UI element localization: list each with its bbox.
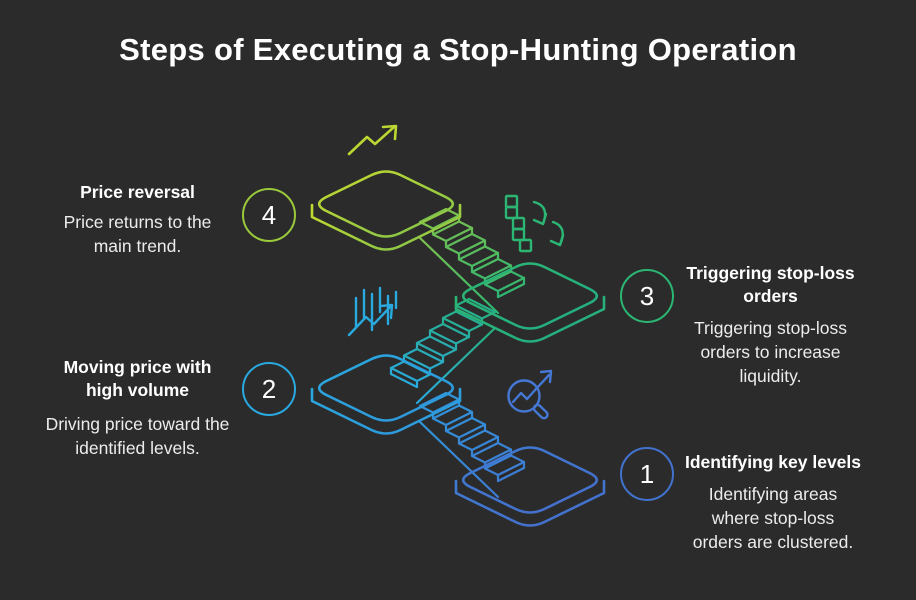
analysis-magnifier-icon bbox=[507, 369, 553, 420]
step-4-title: Price reversal bbox=[80, 182, 195, 202]
step-1-number-badge: 1 bbox=[620, 447, 674, 501]
step-block-4: Price reversal Price returns to the main… bbox=[30, 181, 245, 258]
platform-1 bbox=[454, 446, 606, 527]
page-title: Steps of Executing a Stop-Hunting Operat… bbox=[119, 32, 797, 67]
step-1-title: Identifying key levels bbox=[684, 452, 862, 472]
platform-2 bbox=[310, 354, 462, 435]
platform-3 bbox=[454, 262, 606, 343]
stairs-flight-bottom bbox=[418, 391, 526, 499]
step-3-number: 3 bbox=[639, 280, 655, 311]
step-3-title: Triggering stop-loss orders bbox=[686, 263, 855, 306]
step-3-description: Triggering stop-loss orders to increase … bbox=[693, 318, 848, 386]
step-2-title: Moving price with high volume bbox=[63, 357, 212, 400]
step-1-number: 1 bbox=[639, 458, 655, 489]
step-1-description: Identifying areas where stop-loss orders… bbox=[692, 484, 854, 552]
step-2-number: 2 bbox=[261, 373, 277, 404]
step-3-number-badge: 3 bbox=[620, 269, 674, 323]
stairs-flight-middle bbox=[389, 297, 497, 405]
step-2-description: Driving price toward the identified leve… bbox=[45, 414, 230, 458]
blocks-swap-icon bbox=[504, 194, 565, 253]
step-block-3: Triggering stop-loss orders Triggering s… bbox=[678, 262, 863, 388]
stairs-flight-top bbox=[418, 207, 526, 315]
step-block-2: Moving price with high volume Driving pr… bbox=[30, 356, 245, 460]
trend-up-icon bbox=[347, 124, 398, 156]
volume-trend-icon bbox=[347, 286, 398, 337]
step-4-description: Price returns to the main trend. bbox=[63, 212, 212, 256]
step-4-number-badge: 4 bbox=[242, 188, 296, 242]
platform-4 bbox=[310, 170, 462, 251]
step-block-1: Identifying key levels Identifying areas… bbox=[668, 451, 878, 554]
step-2-number-badge: 2 bbox=[242, 362, 296, 416]
step-4-number: 4 bbox=[261, 199, 277, 230]
